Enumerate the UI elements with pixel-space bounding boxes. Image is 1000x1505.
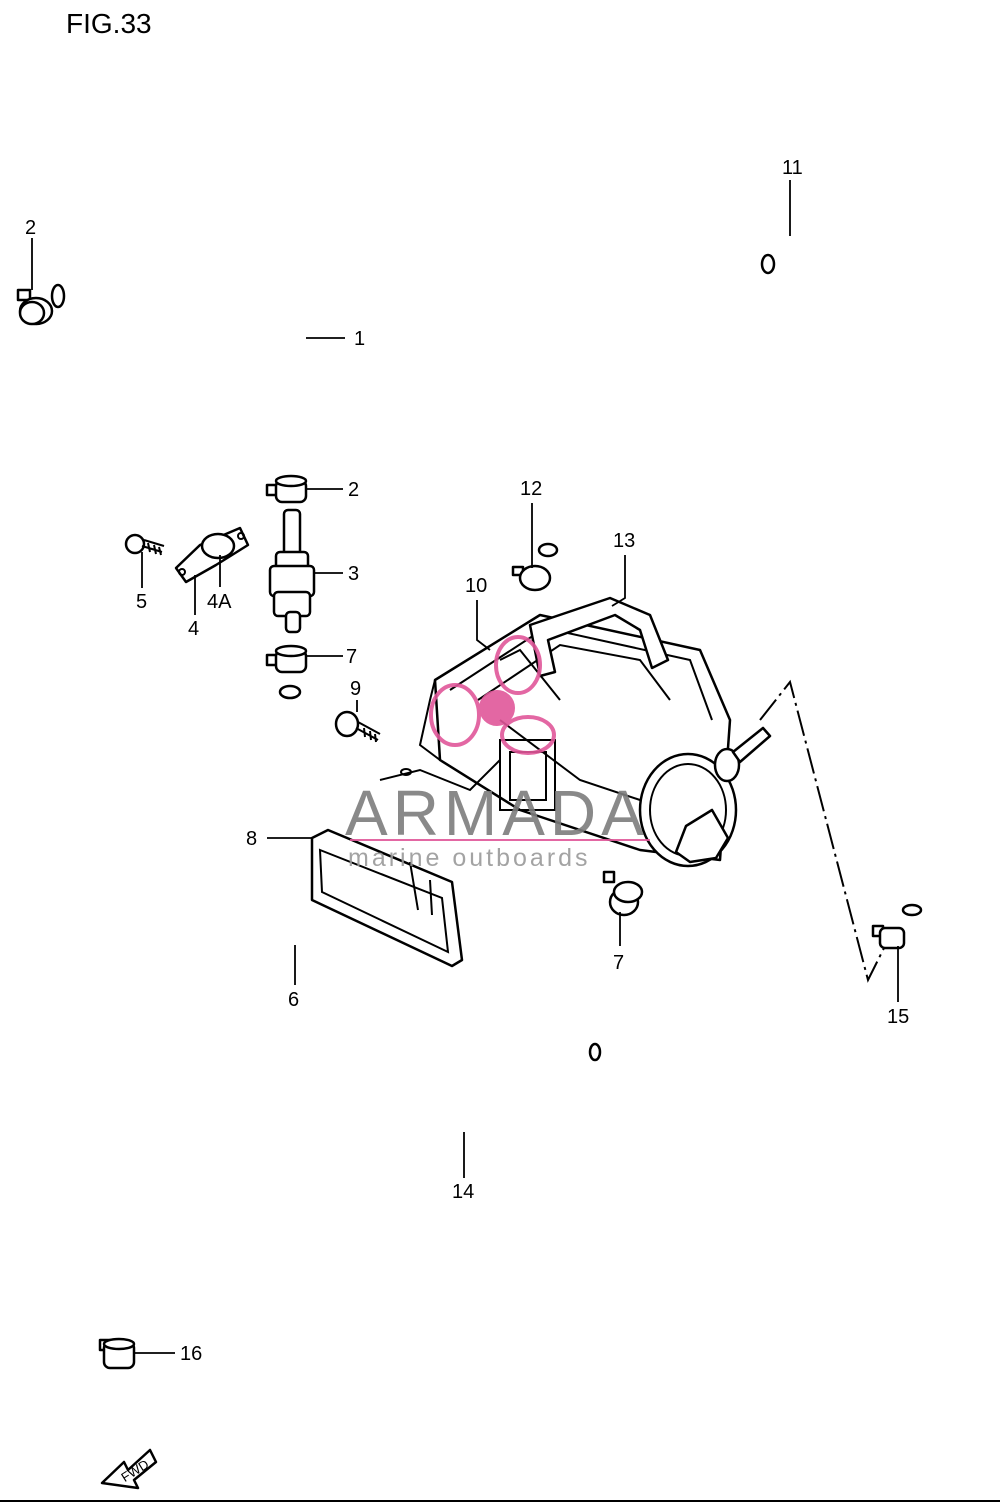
hose-part-1 bbox=[50, 208, 302, 465]
clamp-part-2-upper bbox=[16, 288, 54, 326]
callout-labels: 2 1 2 3 5 4A 4 7 9 8 6 10 11 12 13 7 15 … bbox=[25, 157, 909, 1365]
watermark-tagline: marine outboards bbox=[348, 844, 591, 872]
callout-15: 15 bbox=[887, 1006, 909, 1028]
callout-14: 14 bbox=[452, 1181, 474, 1203]
leader-lines bbox=[31, 180, 899, 1354]
clamp-part-2-lower bbox=[265, 474, 308, 504]
clamp-part-7-upper bbox=[265, 644, 308, 674]
hose-part-6 bbox=[176, 684, 605, 992]
clamp-part-15 bbox=[871, 924, 906, 950]
hose-part-14 bbox=[102, 806, 943, 1339]
callout-2-upper: 2 bbox=[25, 217, 36, 239]
armada-logo-icon bbox=[429, 635, 556, 755]
callout-7-upper: 7 bbox=[346, 646, 357, 668]
figure-title: FIG.33 bbox=[66, 8, 152, 39]
fwd-arrow-icon: FWD bbox=[100, 1448, 158, 1490]
callout-3: 3 bbox=[348, 563, 359, 585]
callout-12: 12 bbox=[520, 478, 542, 500]
clamp-part-16 bbox=[98, 1337, 136, 1370]
bracket-part-4 bbox=[174, 526, 250, 584]
callout-4a: 4A bbox=[207, 591, 232, 613]
watermark-underline bbox=[350, 839, 650, 841]
callout-5: 5 bbox=[136, 591, 147, 613]
callout-6: 6 bbox=[288, 989, 299, 1011]
hose-part-11 bbox=[537, 128, 988, 558]
clamp-part-12 bbox=[511, 564, 552, 592]
callout-7-lower: 7 bbox=[613, 952, 624, 974]
callout-10: 10 bbox=[465, 575, 487, 597]
callout-1: 1 bbox=[354, 328, 365, 350]
callout-2-lower: 2 bbox=[348, 479, 359, 501]
clamp-part-7-lower bbox=[602, 870, 644, 917]
armada-watermark: ARMADA marine outboards bbox=[345, 635, 650, 872]
filter-part-3 bbox=[268, 508, 316, 634]
watermark-brand: ARMADA bbox=[345, 777, 649, 849]
callout-9: 9 bbox=[350, 678, 361, 700]
callout-8: 8 bbox=[246, 828, 257, 850]
bracket-part-13 bbox=[379, 596, 670, 792]
bolt-part-9 bbox=[334, 710, 381, 743]
callout-16: 16 bbox=[180, 1343, 202, 1365]
callout-13: 13 bbox=[613, 530, 635, 552]
callout-4: 4 bbox=[188, 618, 199, 640]
callout-11: 11 bbox=[782, 157, 803, 179]
routing-lines bbox=[759, 679, 885, 983]
plate-part-8 bbox=[310, 828, 464, 968]
valve-part-canister bbox=[638, 726, 772, 868]
bolt-part-5 bbox=[124, 533, 165, 556]
